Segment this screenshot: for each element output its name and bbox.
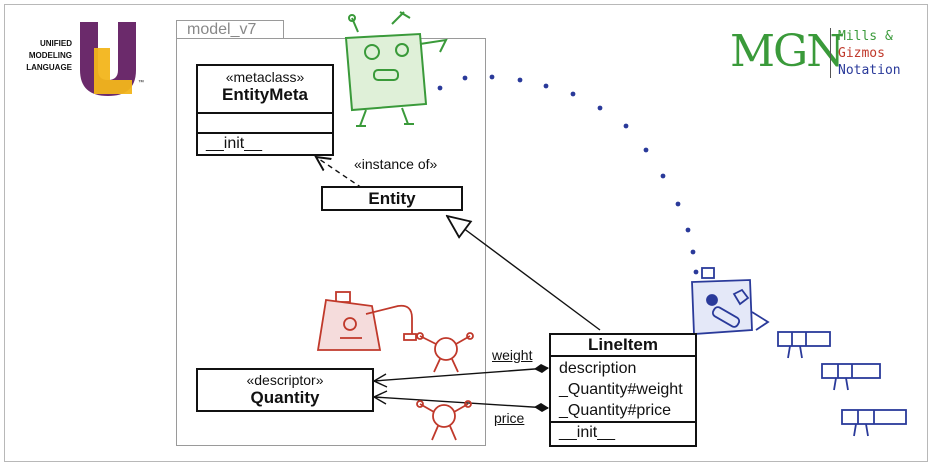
quantity-class: «descriptor» Quantity (196, 368, 374, 412)
blue-class-gizmo (691, 267, 770, 335)
blue-instance-bot-3 (841, 409, 907, 437)
entity-name: Entity (368, 189, 416, 208)
price-arrowhead (372, 390, 388, 405)
instance-of-dependency (316, 157, 363, 189)
uml-letters-mark (80, 22, 136, 96)
line-item-class: LineItem description _Quantity#weight _Q… (549, 333, 697, 447)
quantity-name: Quantity (250, 388, 320, 407)
line-item-attr-weight: _Quantity#weight (559, 381, 683, 398)
price-diamond (534, 403, 549, 412)
line-item-method: __init__ (551, 421, 695, 445)
uml-logo-line: MODELING (28, 51, 72, 60)
quantity-stereotype: «descriptor» (246, 372, 324, 388)
red-descriptor-gizmo (316, 291, 417, 351)
weight-association-line (373, 367, 549, 382)
entity-meta-stereotype: «metaclass» (225, 69, 305, 85)
mgn-word-mills: Mills & (838, 29, 893, 44)
generalization-line (447, 216, 601, 331)
line-item-attributes: description _Quantity#weight _Quantity#p… (551, 355, 695, 421)
weight-arrowhead (372, 373, 388, 388)
package-name: model_v7 (187, 21, 257, 38)
price-role-label: price (494, 410, 525, 426)
weight-diamond (534, 364, 549, 373)
uml-tm: ™ (138, 80, 144, 86)
uml-logo-line: UNIFIED (40, 39, 72, 48)
line-item-name: LineItem (588, 335, 658, 354)
entity-meta-attributes (198, 112, 332, 132)
figure-frame (4, 4, 928, 462)
line-item-attr-description: description (559, 360, 637, 377)
package-tab: model_v7 (176, 20, 284, 39)
blue-instance-bot-1 (777, 331, 831, 359)
mgn-logo: MGN Mills & Gizmos Notation (730, 24, 920, 84)
red-price-bot (416, 400, 472, 441)
weight-role-label: weight (492, 347, 533, 363)
uml-logo: UNIFIED MODELING LANGUAGE ™ (14, 14, 144, 104)
entity-meta-class: «metaclass» EntityMeta __init__ (196, 64, 334, 156)
uml-logo-line: LANGUAGE (26, 63, 72, 72)
entity-meta-method: __init__ (198, 132, 332, 154)
package-body (176, 38, 486, 446)
green-metaclass-gizmo (344, 11, 448, 127)
mgn-letters: MGN (730, 26, 845, 77)
price-association-line (373, 396, 549, 409)
line-item-attr-price: _Quantity#price (559, 402, 672, 419)
mgn-word-gizmos: Gizmos (838, 46, 885, 61)
dotted-arc (437, 74, 699, 275)
entity-class: Entity (321, 186, 463, 211)
mgn-divider (830, 28, 831, 78)
blue-instance-bot-2 (821, 363, 881, 391)
entity-meta-name: EntityMeta (222, 85, 308, 104)
mgn-word-notation: Notation (838, 63, 901, 78)
red-weight-bot (416, 332, 474, 373)
instance-of-label: «instance of» (354, 156, 438, 172)
